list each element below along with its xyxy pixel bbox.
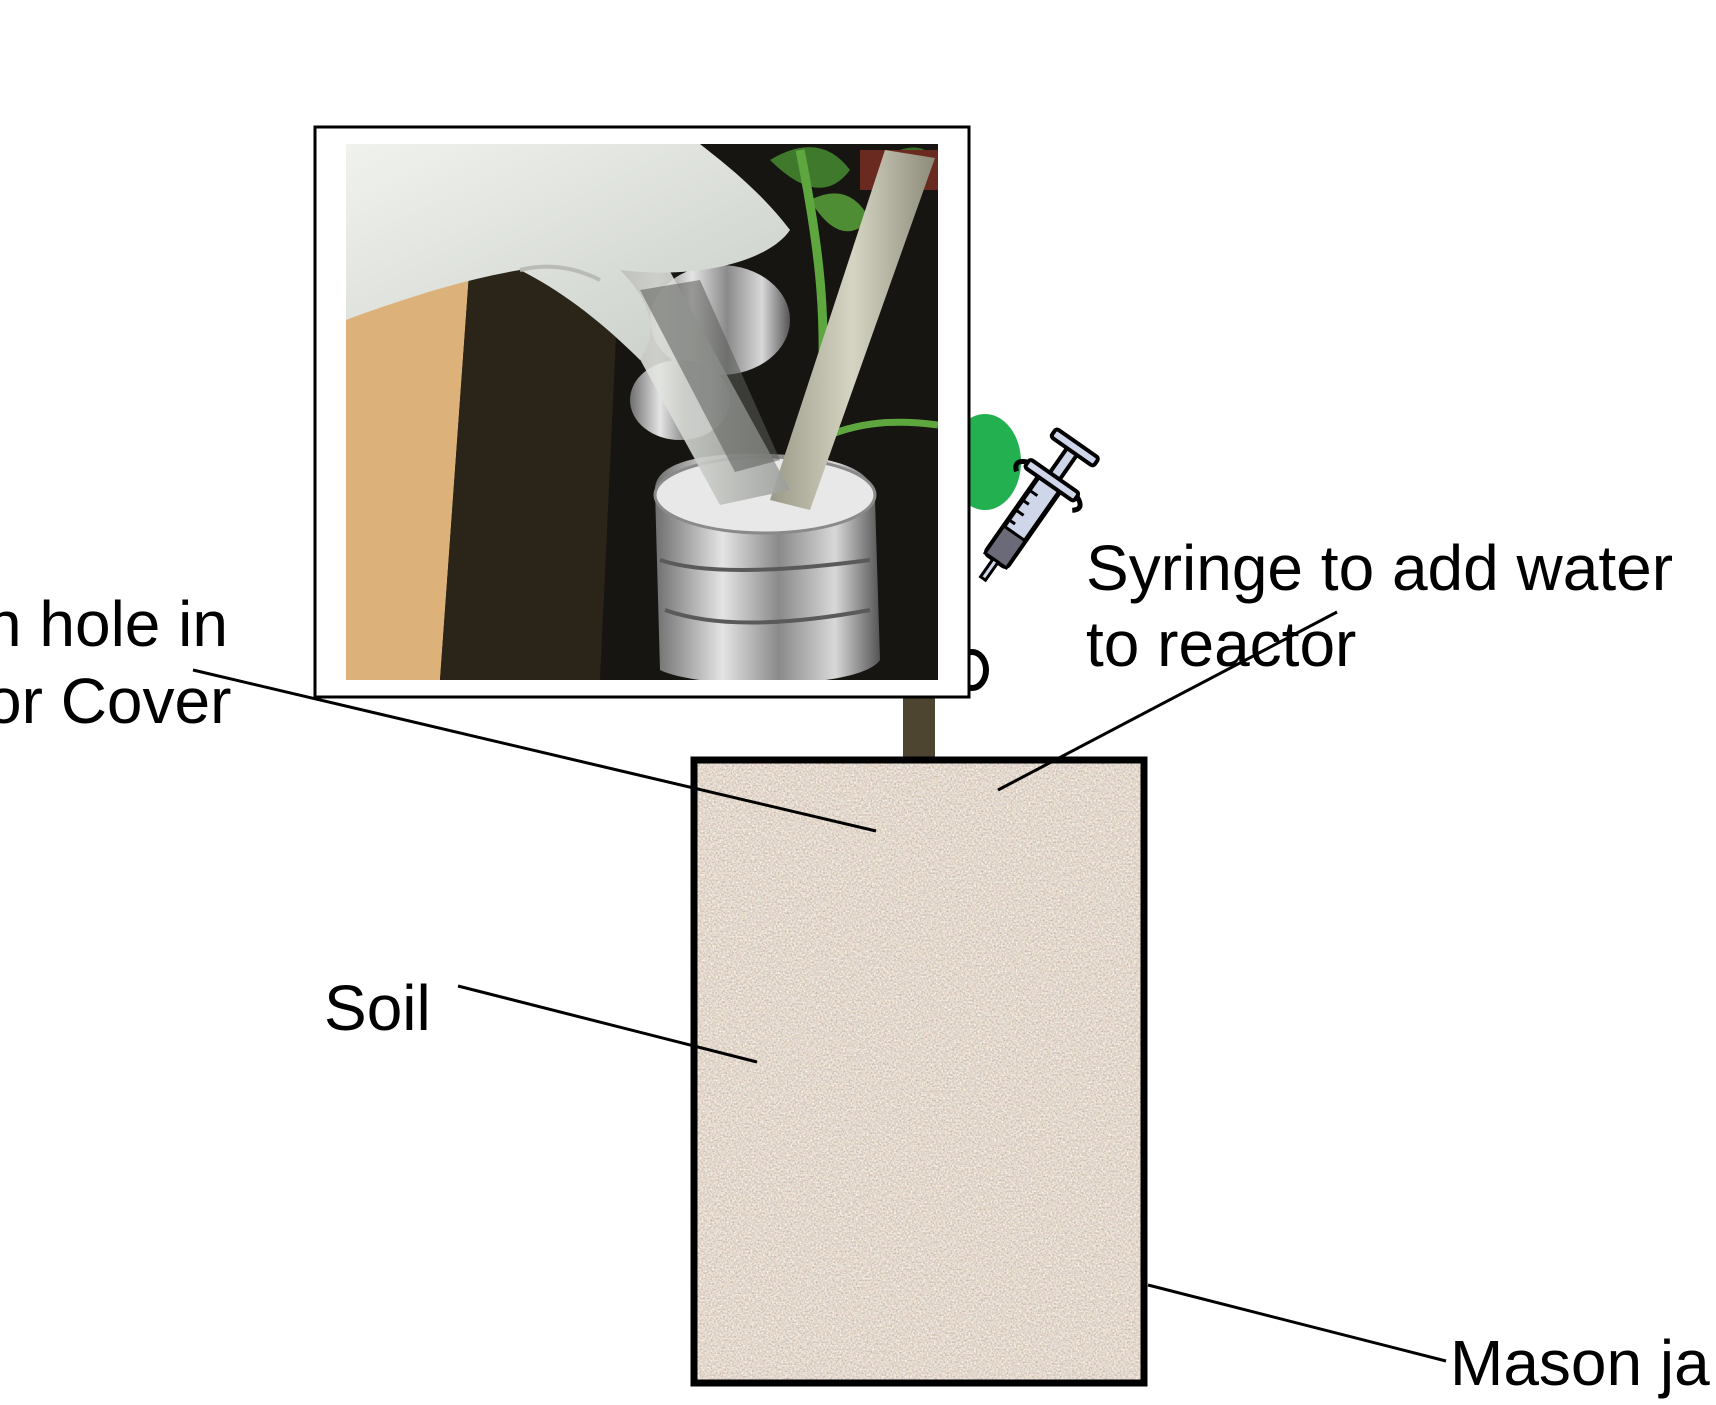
- cover-label-line1: n hole in: [0, 588, 228, 660]
- syringe-icon: [978, 427, 1100, 583]
- plant-stem: [903, 690, 935, 760]
- mason-jar: [690, 756, 1148, 1387]
- leader-soil: [457, 984, 758, 1064]
- leader-syringe: [997, 610, 1338, 792]
- syringe-label-line1: Syringe to add water: [1086, 532, 1673, 604]
- soil-fill: [694, 760, 1144, 1383]
- cover-label-line2: or Cover: [0, 665, 231, 737]
- syringe-label-line2: to reactor: [1086, 608, 1356, 680]
- jar-label: Mason ja: [1450, 1327, 1710, 1399]
- reactor-photo: [346, 144, 938, 680]
- soil-label: Soil: [324, 972, 431, 1044]
- leader-cover: [192, 668, 877, 833]
- leader-jar: [1147, 1283, 1447, 1363]
